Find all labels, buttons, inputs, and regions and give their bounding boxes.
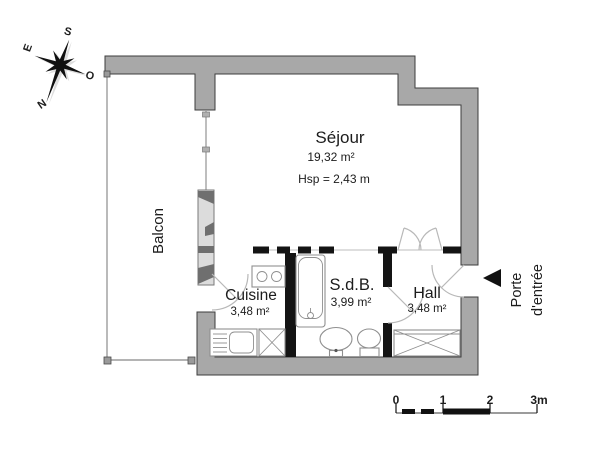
kitchen-hob-icon [251,265,286,288]
scale-tick-label-3: 3m [530,393,547,407]
scale-tick-label-1: 1 [440,393,447,407]
fixed-window [202,110,210,190]
bathtub-icon [295,254,326,328]
room-label-balcon: Balcon [150,208,167,254]
ceiling-height-label: Hsp = 2,43 m [298,172,370,186]
sdb-door-swing [387,286,425,324]
compass-rose-icon: S E O N [21,25,96,111]
compass-star-shadow [37,41,88,105]
entrance-arrow-icon [483,269,501,287]
partition-sdb-hall-upper [383,253,392,287]
scale-dash-segment [421,409,434,414]
railing-post-corner [103,356,112,365]
kitchen-sink-icon [209,328,258,357]
room-label-sdb: S.d.B. [330,276,375,294]
washbasin-icon [319,326,353,358]
scale-solid-segment [443,408,490,415]
room-label-hall: Hall [413,285,441,302]
compass-label-south: S [63,25,73,38]
interior-partitions [253,246,461,357]
scale-dash-segment [402,409,415,414]
entrance-label-line1: Porte [509,273,525,308]
cuisine-door-swing [211,273,249,311]
room-area-sdb: 3,99 m² [331,295,372,309]
sejour-hall-double-door [397,227,443,251]
exterior-wall-upper [104,55,479,266]
scale-bar: 0 1 2 3m [393,393,548,415]
balcony-railing [103,70,196,365]
railing-post-top [103,70,111,78]
partition-cuisine-sdb [285,253,296,357]
compass-star [34,39,86,103]
scale-tick-label-2: 2 [487,393,494,407]
hall-closet-icon [393,329,461,357]
railing-post-right [187,356,196,365]
kitchen-appliance-icon [258,328,286,357]
toilet-icon [356,328,382,358]
room-label-cuisine: Cuisine [225,287,277,304]
partition-sdb-hall-lower [383,323,392,357]
scale-tick-label-0: 0 [393,393,400,407]
compass-label-north: N [36,97,49,111]
room-area-cuisine: 3,48 m² [231,306,270,318]
room-label-sejour: Séjour [315,128,364,147]
compass-label-west: O [84,69,96,83]
entrance-label-line2: d'entrée [530,264,546,316]
room-area-hall: 3,48 m² [408,303,447,315]
entrance-door-swing [431,264,465,298]
room-area-sejour: 19,32 m² [307,150,354,164]
compass-label-east: E [21,42,35,53]
sliding-bay-window-icon [197,189,215,286]
